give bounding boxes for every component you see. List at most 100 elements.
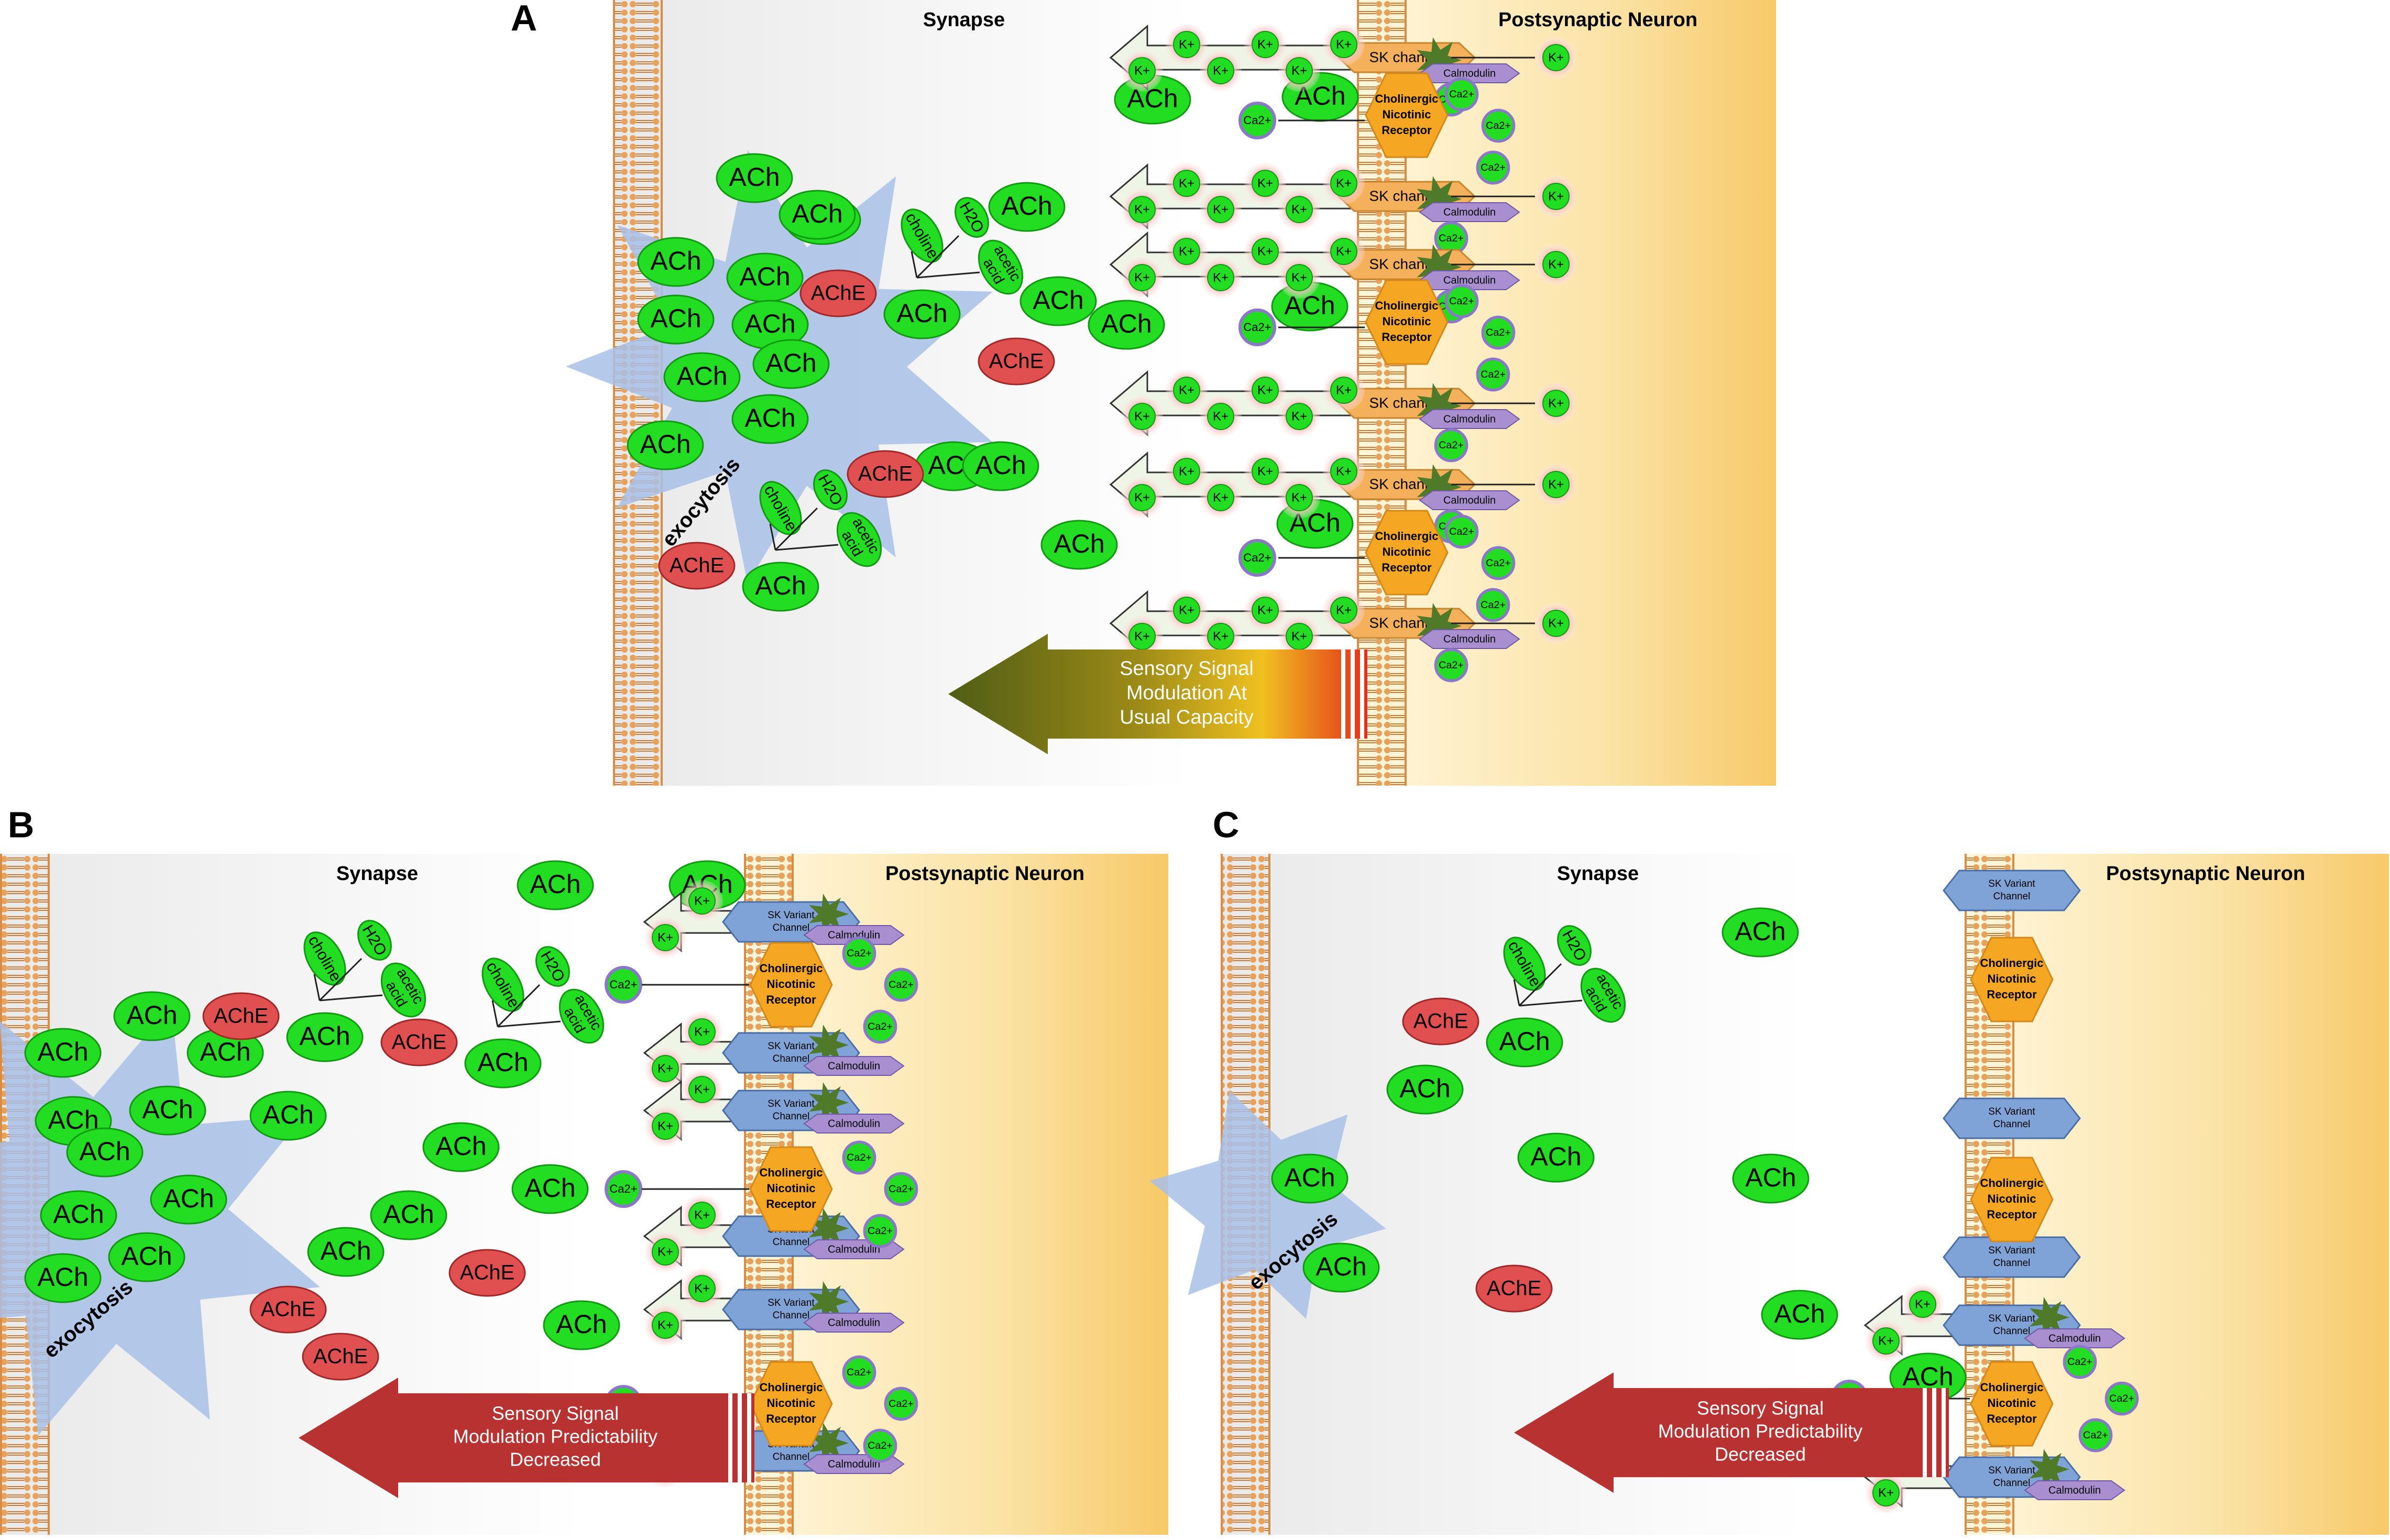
ca-ion (863, 1009, 897, 1044)
arrow-stripe (1341, 649, 1345, 739)
ca-ion (1476, 150, 1510, 185)
receptor-label: Nicotinic (1383, 545, 1431, 558)
water-molecule: H2O (955, 197, 989, 238)
receptor-label: Nicotinic (1383, 108, 1431, 121)
arrow-stripe (1351, 649, 1355, 739)
calmodulin-label: Calmodulin (1443, 494, 1496, 506)
calmodulin-label: Calmodulin (1443, 633, 1496, 645)
calmodulin (1419, 202, 1520, 222)
k-ion-label: K+ (694, 894, 710, 908)
ca-ion-label: Ca2+ (1449, 89, 1474, 100)
k-ion-label: K+ (657, 1245, 673, 1259)
ach-label: ACh (37, 1262, 88, 1292)
k-ion (1207, 403, 1234, 430)
ach-label: ACh (1399, 1074, 1450, 1103)
ach-molecule (962, 441, 1039, 491)
ca-ion (842, 1140, 876, 1175)
k-ion-label: K+ (1179, 37, 1194, 51)
ca-ion (1444, 284, 1479, 318)
ca-ion-label: Ca2+ (889, 1398, 914, 1410)
ach-molecule (1386, 1064, 1464, 1115)
k-ion-label: K+ (1179, 176, 1194, 190)
k-ion-label: K+ (1134, 270, 1150, 284)
ach-label: ACh (556, 1310, 607, 1339)
k-ion-label: K+ (1257, 464, 1273, 478)
receptor-label: Nicotinic (1988, 972, 2036, 985)
ach-label: ACh (676, 361, 727, 391)
ach-molecule (66, 1127, 144, 1178)
ach-label: ACh (1033, 285, 1083, 315)
k-ion-label: K+ (1878, 1334, 1894, 1348)
gating-star (808, 1025, 849, 1065)
ache-label: AChE (858, 463, 913, 486)
calmodulin-label: Calmodulin (1443, 413, 1496, 425)
nicotinic-receptor (1365, 510, 1449, 596)
ca-ion-label: Ca2+ (847, 948, 872, 959)
ca-ion (2063, 1345, 2097, 1379)
ache-label: AChE (989, 350, 1044, 373)
ach-label: ACh (1774, 1299, 1825, 1328)
k-ion (1330, 238, 1357, 265)
ach-molecule (422, 1122, 500, 1172)
ache-label: AChE (392, 1031, 447, 1054)
ca-ion (884, 967, 918, 1002)
k-ion-label: K+ (1548, 396, 1564, 410)
ach-label: ACh (1284, 1163, 1335, 1192)
k-ion (1252, 458, 1279, 485)
k-ion (1542, 183, 1570, 210)
receptor-label: Nicotinic (767, 1396, 816, 1410)
ca-ion (884, 1172, 918, 1206)
sk-channel-label: SK Variant (1988, 878, 2035, 889)
sk-channel-label: Channel (773, 1310, 810, 1321)
sk-channel-label: Channel (1993, 891, 2031, 902)
acetic-acid-shape (558, 988, 605, 1044)
k-ion-label: K+ (694, 1025, 710, 1039)
receptor-label: Nicotinic (767, 1182, 816, 1195)
reaction-arrow (1518, 963, 1562, 1007)
ach-molecule (988, 182, 1066, 232)
ca-ion (842, 1355, 876, 1390)
receptor-label: Nicotinic (1988, 1396, 2036, 1410)
nicotinic-receptor (1970, 1157, 2054, 1242)
k-ion (1128, 57, 1156, 84)
ca-ion-label: Ca2+ (889, 979, 914, 991)
ca-ion (2104, 1381, 2139, 1416)
synapse-title: Synapse (336, 863, 418, 885)
synapse-title: Synapse (1557, 863, 1639, 885)
ach-molecule (40, 1190, 117, 1240)
ache-enzyme (1402, 997, 1479, 1046)
gating-star (2029, 1449, 2069, 1490)
k-ion (1330, 377, 1357, 404)
reaction-arrow (497, 1020, 561, 1028)
receptor-label: Receptor (1382, 561, 1432, 574)
sk-channel-label: Channel (1993, 1258, 2031, 1269)
ca-ion-label: Ca2+ (609, 1182, 637, 1195)
k-ion-label: K+ (1213, 202, 1229, 216)
k-ion-label: K+ (1336, 37, 1352, 51)
ach-label: ACh (200, 1037, 250, 1066)
nicotinic-receptor (1365, 72, 1449, 158)
ach-molecule (511, 1164, 589, 1214)
ca-ion (1238, 539, 1276, 577)
k-ion-label: K+ (1291, 629, 1307, 643)
nicotinic-receptor (1365, 279, 1449, 365)
k-ion (652, 1238, 679, 1266)
k-ion (688, 1018, 716, 1046)
nicotinic-receptor (749, 1146, 833, 1232)
sk-channel-label: Channel (1993, 1326, 2031, 1337)
ache-label: AChE (261, 1298, 316, 1321)
ach-molecule (752, 339, 830, 389)
receptor-label: Nicotinic (1383, 315, 1431, 328)
ca-ion (1481, 546, 1516, 580)
calmodulin-label: Calmodulin (2048, 1484, 2101, 1496)
k-ion (1207, 196, 1234, 223)
k-ion (1207, 484, 1234, 511)
sk-channel-label: Channel (773, 922, 810, 933)
ach-label: ACh (765, 348, 816, 378)
receptor-label: Cholinergic (1375, 299, 1438, 312)
ach-label: ACh (142, 1095, 193, 1124)
k-ion-label: K+ (1257, 603, 1273, 617)
sensory-signal-text: Decreased (1715, 1443, 1806, 1465)
k-ion-label: K+ (1915, 1297, 1931, 1311)
